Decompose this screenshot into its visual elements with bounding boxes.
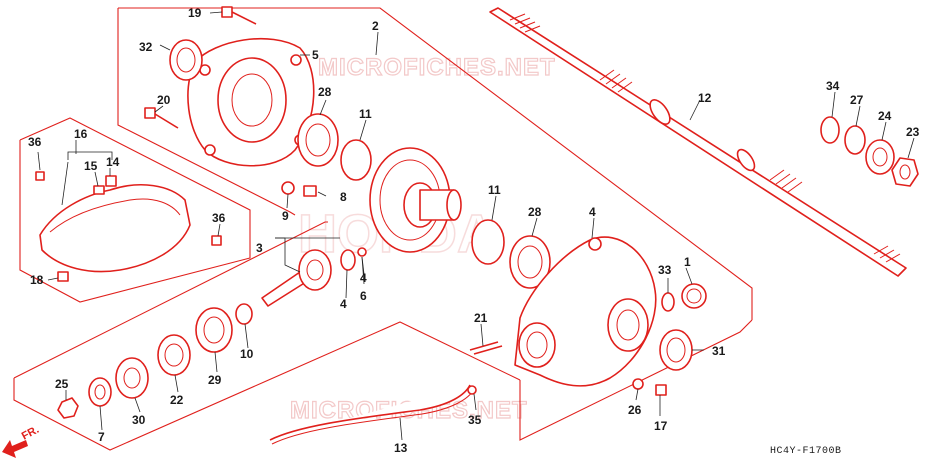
pinion-gear-shaft	[261, 249, 332, 307]
callout-35: 35	[468, 413, 482, 427]
callout-33: 33	[658, 263, 672, 277]
callout-12: 12	[698, 91, 712, 105]
callout-4-shim: 4	[360, 271, 367, 285]
bearing-holder-5	[187, 37, 315, 167]
callout-7: 7	[98, 430, 105, 444]
callout-26: 26	[628, 403, 642, 417]
breather-tube-13	[269, 384, 477, 445]
housing-frame	[519, 319, 753, 441]
shim-4	[357, 247, 367, 257]
callout-31: 31	[712, 344, 726, 358]
front-label: FR.	[20, 424, 41, 443]
callout-3: 3	[256, 241, 263, 255]
spline-coupler-7	[88, 377, 112, 407]
callout-11-upper: 11	[359, 107, 372, 121]
bearing-4-small	[340, 249, 356, 271]
callout-4-pinion: 4	[340, 297, 347, 311]
callout-15: 15	[84, 159, 98, 173]
callout-6: 6	[360, 289, 367, 303]
callout-18: 18	[30, 273, 44, 287]
callout-11-lower: 11	[488, 183, 501, 197]
callout-23: 23	[906, 125, 920, 139]
oil-seal-31	[659, 329, 693, 371]
bearing-22	[157, 334, 191, 376]
callout-17: 17	[654, 419, 668, 433]
leader-lines	[37, 11, 915, 441]
bolt-19	[221, 6, 257, 25]
bolt-18	[57, 271, 69, 282]
callout-21: 21	[474, 311, 488, 325]
callout-19: 19	[188, 6, 202, 20]
callout-30: 30	[132, 413, 146, 427]
nut-30	[115, 357, 149, 399]
callout-27: 27	[850, 93, 864, 107]
callout-4-case: 4	[589, 205, 596, 219]
bolt-8	[303, 185, 317, 197]
collar-15	[93, 185, 105, 195]
ring-gear	[369, 147, 462, 253]
rear-axle-shaft	[489, 7, 907, 277]
callout-32: 32	[139, 40, 153, 54]
final-gear-guard	[39, 184, 191, 273]
bolt-20	[144, 107, 179, 129]
callout-9: 9	[282, 209, 289, 223]
callout-22: 22	[170, 393, 184, 407]
washer-9	[281, 181, 295, 195]
callout-36-right: 36	[212, 211, 226, 225]
callout-20: 20	[157, 93, 171, 107]
shim-10	[235, 303, 253, 325]
castle-nut-23	[891, 157, 919, 187]
bolt-36-left	[35, 171, 45, 181]
callout-28-lower: 28	[528, 205, 542, 219]
callout-8: 8	[340, 190, 347, 204]
shim-11-upper	[340, 139, 372, 181]
callout-5: 5	[312, 48, 319, 62]
callout-36-left: 36	[28, 135, 42, 149]
callout-labels: 19 32 5 2 20 28 11 8 9 16 36 15 14 36 18…	[28, 6, 920, 455]
callout-28-upper: 28	[318, 85, 332, 99]
callout-2: 2	[372, 19, 379, 33]
spacer-24	[865, 139, 895, 175]
callout-10: 10	[240, 347, 254, 361]
nut-25	[57, 397, 79, 419]
diagram-code: HC4Y-F1700B	[770, 446, 842, 457]
bearing-28-upper	[297, 113, 339, 167]
final-gear-frame	[117, 7, 753, 320]
oil-seal-32	[169, 39, 203, 81]
guard-frame	[19, 117, 251, 303]
callout-29: 29	[208, 373, 222, 387]
bearing-28-lower	[509, 235, 551, 289]
o-ring-33	[661, 292, 675, 312]
pinion-frame	[13, 221, 328, 379]
o-ring-34	[820, 116, 840, 144]
watermark-top: MICROFICHES.NET	[318, 54, 556, 81]
shim-11-lower	[471, 219, 505, 265]
callout-34: 34	[826, 79, 840, 93]
stud-21	[469, 341, 499, 351]
bolt-17	[655, 384, 667, 396]
pinion-frame-bottom	[13, 321, 521, 451]
callout-14: 14	[106, 155, 120, 169]
callout-25: 25	[55, 377, 69, 391]
washer-26	[632, 378, 644, 390]
rubber-14	[105, 175, 117, 187]
callout-13: 13	[394, 441, 408, 455]
final-gear-case	[514, 236, 657, 387]
washer-27	[844, 125, 866, 155]
callout-16: 16	[74, 127, 88, 141]
callout-24: 24	[878, 109, 892, 123]
bolt-36-right	[211, 235, 222, 246]
bearing-29	[195, 307, 233, 353]
callout-1: 1	[684, 255, 691, 269]
front-direction-arrow: FR.	[2, 424, 41, 458]
cap-1	[681, 283, 707, 309]
